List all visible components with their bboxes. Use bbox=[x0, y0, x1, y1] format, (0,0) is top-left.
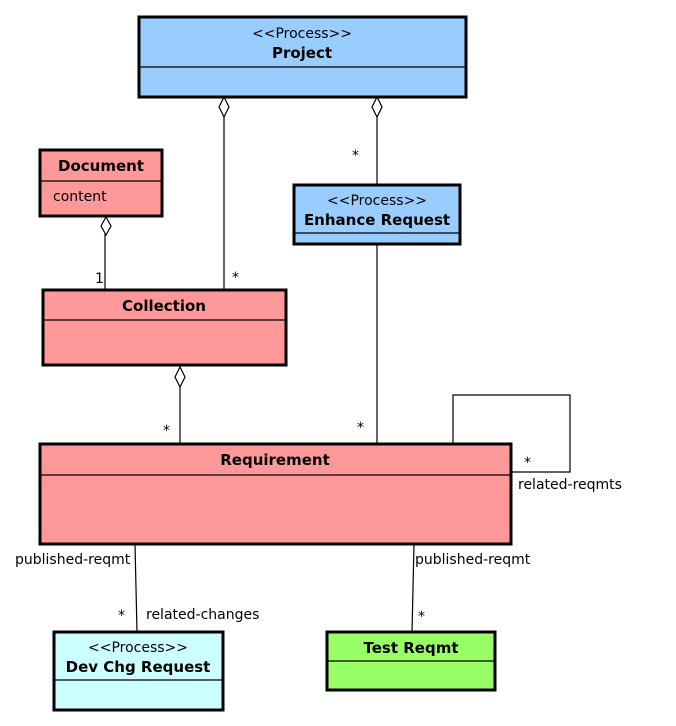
class-name: Project bbox=[272, 44, 332, 62]
class-name: Test Reqmt bbox=[364, 639, 459, 657]
role-published-reqmt-test: published-reqmt bbox=[415, 552, 531, 568]
multiplicity-requirement-self: * bbox=[524, 455, 531, 471]
class-project[interactable]: <<Process>> Project bbox=[137, 15, 468, 99]
class-requirement[interactable]: Requirement bbox=[38, 442, 513, 546]
class-name: Enhance Request bbox=[304, 211, 450, 229]
class-attribute: content bbox=[53, 189, 107, 205]
edge-requirement-self bbox=[452, 394, 571, 473]
class-dev-chg-request[interactable]: <<Process>> Dev Chg Request bbox=[52, 630, 225, 712]
class-box bbox=[137, 15, 468, 99]
role-related-reqmts: related-reqmts bbox=[518, 477, 622, 493]
edge-labels: * * 1 * * * related-reqmts published-req… bbox=[15, 148, 622, 625]
class-box bbox=[292, 183, 462, 246]
class-box bbox=[52, 630, 225, 712]
multiplicity-requirement-test: * bbox=[418, 609, 425, 625]
multiplicity-project-collection: * bbox=[232, 270, 239, 286]
class-document[interactable]: Document content bbox=[38, 148, 164, 218]
edge-requirement-devchg bbox=[134, 543, 138, 633]
class-name: Requirement bbox=[220, 451, 330, 469]
multiplicity-collection-requirement: * bbox=[163, 423, 170, 439]
class-stereotype: <<Process>> bbox=[252, 26, 352, 42]
class-enhance-request[interactable]: <<Process>> Enhance Request bbox=[292, 183, 462, 246]
class-box bbox=[38, 442, 513, 546]
multiplicity-project-enhance: * bbox=[352, 148, 359, 164]
class-box bbox=[38, 148, 164, 218]
class-test-reqmt[interactable]: Test Reqmt bbox=[325, 630, 497, 692]
diamond-collection-requirement bbox=[174, 365, 186, 389]
diamond-project-enhance bbox=[371, 95, 383, 119]
class-name: Document bbox=[58, 157, 144, 175]
role-related-changes: related-changes bbox=[146, 607, 259, 623]
role-published-reqmt-devchg: published-reqmt bbox=[15, 552, 131, 568]
class-collection[interactable]: Collection bbox=[41, 288, 288, 367]
multiplicity-document-collection: 1 bbox=[95, 271, 104, 287]
edge-requirement-test bbox=[411, 543, 415, 633]
class-stereotype: <<Process>> bbox=[327, 193, 427, 209]
diamond-project-collection bbox=[218, 95, 230, 119]
multiplicity-requirement-devchg: * bbox=[118, 608, 125, 624]
class-stereotype: <<Process>> bbox=[88, 640, 188, 656]
multiplicity-enhance-requirement: * bbox=[357, 420, 364, 436]
diamond-document-collection bbox=[100, 215, 112, 237]
association-edges bbox=[104, 116, 571, 633]
class-name: Dev Chg Request bbox=[66, 658, 211, 676]
class-name: Collection bbox=[122, 297, 206, 315]
class-box bbox=[41, 288, 288, 367]
aggregation-diamonds bbox=[100, 95, 383, 389]
